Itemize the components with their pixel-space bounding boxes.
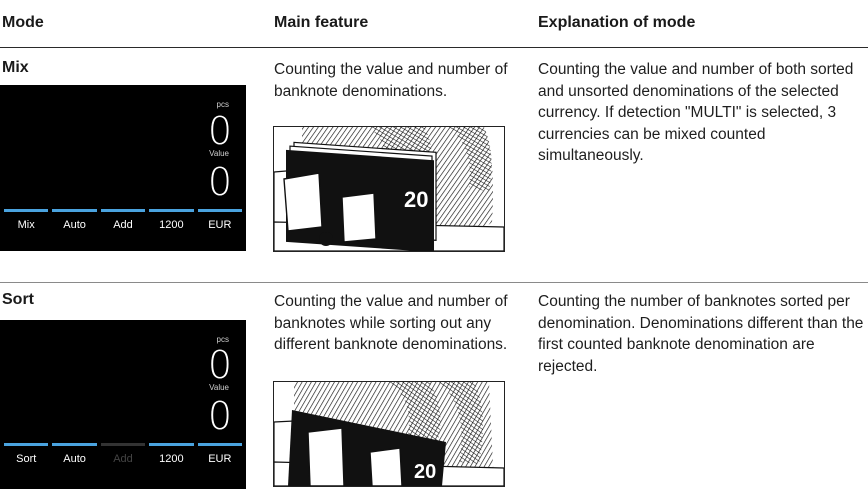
feature-text-sort: Counting the value and number of banknot… xyxy=(274,293,508,353)
value-label: Value xyxy=(209,383,229,392)
mode-title-sort: Sort xyxy=(2,291,34,308)
header-explanation: Explanation of mode xyxy=(538,14,696,31)
pcs-value: 0 xyxy=(207,109,232,153)
tab-add[interactable]: Add xyxy=(100,209,146,231)
pcs-value: 0 xyxy=(207,343,232,387)
row-divider xyxy=(0,282,868,283)
tab-mix[interactable]: Mix xyxy=(4,209,49,231)
header-divider xyxy=(0,47,868,48)
machine-drawing-mix: 20 xyxy=(274,127,504,251)
banknote-denomination: 20 xyxy=(404,187,428,212)
tab-1200[interactable]: 1200 xyxy=(149,209,194,231)
display-screen-sort: pcs 0 Value 0 Sort Auto Add 1200 EUR xyxy=(0,320,246,489)
header-mode: Mode xyxy=(2,14,44,31)
tab-eur[interactable]: EUR xyxy=(197,443,243,465)
banknote-machine-illustration-sort: 20 xyxy=(273,381,505,487)
tab-auto[interactable]: Auto xyxy=(52,209,97,231)
screen-tab-bar: Mix Auto Add 1200 EUR xyxy=(4,209,243,231)
tab-1200[interactable]: 1200 xyxy=(149,443,194,465)
tab-eur[interactable]: EUR xyxy=(197,209,243,231)
tab-sort[interactable]: Sort xyxy=(4,443,49,465)
value-amount: 0 xyxy=(207,394,232,438)
machine-drawing-sort: 20 xyxy=(274,382,504,486)
explanation-text-sort: Counting the number of banknotes sorted … xyxy=(538,293,864,375)
tab-auto[interactable]: Auto xyxy=(52,443,97,465)
pcs-label: pcs xyxy=(216,335,229,344)
display-screen-mix: pcs 0 Value 0 Mix Auto Add 1200 EUR xyxy=(0,85,246,251)
explanation-text-mix: Counting the value and number of both so… xyxy=(538,61,854,164)
feature-text-mix: Counting the value and number of banknot… xyxy=(274,61,508,100)
tab-add-disabled: Add xyxy=(100,443,146,465)
value-amount: 0 xyxy=(207,160,232,204)
banknote-machine-illustration-mix: 20 xyxy=(273,126,505,252)
mode-title-mix: Mix xyxy=(2,59,29,76)
value-label: Value xyxy=(209,149,229,158)
screen-tab-bar: Sort Auto Add 1200 EUR xyxy=(4,443,243,465)
header-main-feature: Main feature xyxy=(274,14,369,31)
pcs-label: pcs xyxy=(216,100,229,109)
banknote-denomination: 20 xyxy=(414,461,436,483)
